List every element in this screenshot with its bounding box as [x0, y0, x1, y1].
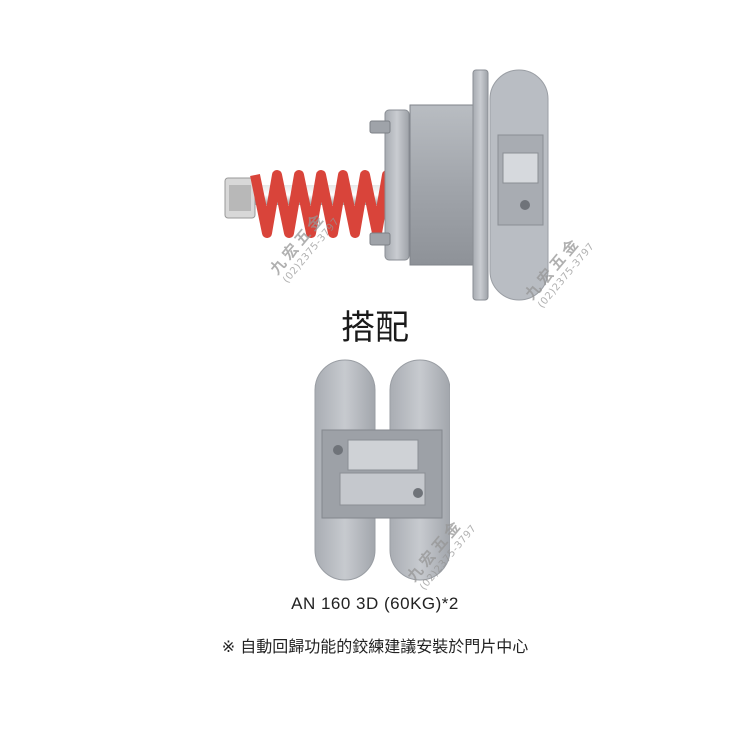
red-spring-icon — [250, 170, 404, 238]
model-label: AN 160 3D (60KG)*2 — [291, 594, 459, 613]
installation-note: ※ 自動回歸功能的鉸練建議安裝於門片中心 — [221, 637, 529, 656]
page-title: 搭配 — [341, 308, 409, 348]
concealed-hinge-image — [314, 359, 450, 581]
closer-hinge-image — [224, 69, 549, 301]
